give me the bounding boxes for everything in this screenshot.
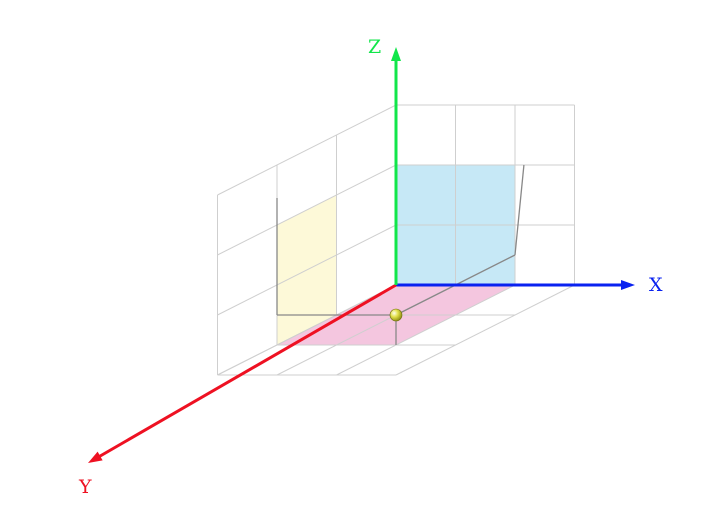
grid-line [217,284,397,376]
point-sphere [389,308,403,322]
grid-line [395,284,575,376]
x-axis-label: X [649,274,663,296]
axis-labels: X Y Z [78,36,663,498]
y-axis [94,283,397,461]
projection-line-diagonal [514,164,525,256]
grid-line [217,104,397,196]
axes [88,47,635,463]
x-axis-arrowhead [621,280,635,290]
y-axis-label: Y [78,476,92,498]
point-marker [389,308,403,322]
z-axis-label: Z [368,36,381,58]
projection-lines [276,164,525,345]
y-axis-arrowhead [88,451,103,463]
z-axis-arrowhead [391,47,401,61]
grid-line [217,164,397,256]
grid-line [217,224,397,316]
grid-line [336,284,516,376]
